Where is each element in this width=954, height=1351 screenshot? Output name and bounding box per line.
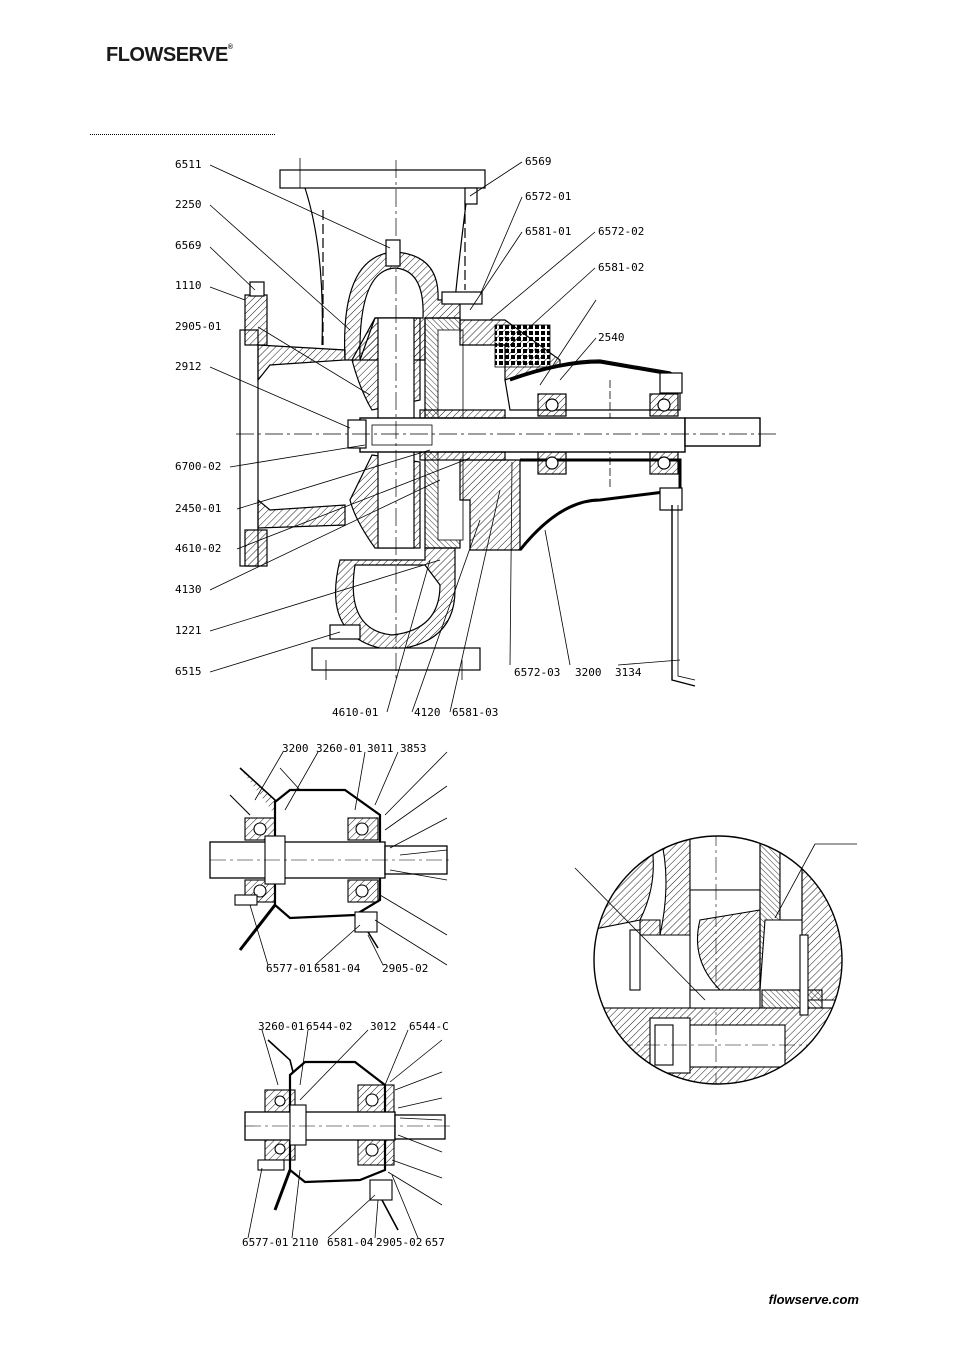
label-3134: 3134 xyxy=(615,666,642,679)
detail-a-label-3200: 3200 xyxy=(282,742,309,755)
footer-website: flowserve.com xyxy=(768,1292,859,1307)
registered-mark: ® xyxy=(227,44,233,51)
detail-bearing-variant-b xyxy=(244,1039,450,1231)
label-6572-02: 6572-02 xyxy=(598,225,644,238)
main-labels: 6511 2250 6569 1110 2905-01 2912 6700-02… xyxy=(175,155,644,719)
flowserve-logo: FLOWSERVE® xyxy=(106,44,233,67)
label-1221: 1221 xyxy=(175,624,202,637)
label-4120: 4120 xyxy=(414,706,441,719)
detail-b-label-2110: 2110 xyxy=(292,1236,319,1249)
label-1110: 1110 xyxy=(175,279,202,292)
label-6511: 6511 xyxy=(175,158,202,171)
detail-a-labels: 3200 3260-01 3011 3853 6577-01 6581-04 2… xyxy=(266,742,428,975)
label-4610-01: 4610-01 xyxy=(332,706,378,719)
detail-a-label-2905-02: 2905-02 xyxy=(382,962,428,975)
label-6572-03: 6572-03 xyxy=(514,666,560,679)
detail-a-label-6581-04: 6581-04 xyxy=(314,962,361,975)
label-6700-02: 6700-02 xyxy=(175,460,221,473)
label-2540: 2540 xyxy=(598,331,625,344)
label-2450-01: 2450-01 xyxy=(175,502,221,515)
main-pump-section xyxy=(236,158,780,687)
label-3200: 3200 xyxy=(575,666,602,679)
label-2912: 2912 xyxy=(175,360,202,373)
label-6515: 6515 xyxy=(175,665,202,678)
detail-b-label-657: 657 xyxy=(425,1236,445,1249)
detail-b-label-3260-01: 3260-01 xyxy=(258,1020,304,1033)
label-6581-03: 6581-03 xyxy=(452,706,498,719)
label-2250: 2250 xyxy=(175,198,202,211)
detail-a-leaders xyxy=(249,751,448,966)
detail-b-label-6581-04: 6581-04 xyxy=(327,1236,374,1249)
detail-b-label-2905-02: 2905-02 xyxy=(376,1236,422,1249)
label-6581-01: 6581-01 xyxy=(525,225,571,238)
detail-b-label-3012: 3012 xyxy=(370,1020,397,1033)
label-6569-left: 6569 xyxy=(175,239,202,252)
detail-b-label-6544-02: 6544-02 xyxy=(306,1020,352,1033)
detail-b-label-6577-01: 6577-01 xyxy=(242,1236,288,1249)
detail-a-label-6577-01: 6577-01 xyxy=(266,962,312,975)
label-6581-02: 6581-02 xyxy=(598,261,644,274)
label-4610-02: 4610-02 xyxy=(175,542,221,555)
label-6569-right: 6569 xyxy=(525,155,552,168)
detail-b-label-6544-c: 6544-C xyxy=(409,1020,449,1033)
detail-a-label-3011: 3011 xyxy=(367,742,394,755)
label-6572-01: 6572-01 xyxy=(525,190,571,203)
detail-a-label-3853: 3853 xyxy=(400,742,427,755)
detail-b-labels: 3260-01 6544-02 3012 6544-C 6577-01 2110… xyxy=(242,1020,449,1249)
main-leader-lines xyxy=(209,161,681,713)
brand-text: FLOWSERVE xyxy=(106,44,228,66)
detail-a-label-3260-01: 3260-01 xyxy=(316,742,362,755)
label-4130: 4130 xyxy=(175,583,202,596)
zoom-detail-circle xyxy=(574,835,857,1085)
detail-b-leaders xyxy=(247,1029,443,1239)
detail-bearing-variant-a xyxy=(209,767,450,951)
header-dotted-rule xyxy=(90,134,275,135)
label-2905-01: 2905-01 xyxy=(175,320,221,333)
